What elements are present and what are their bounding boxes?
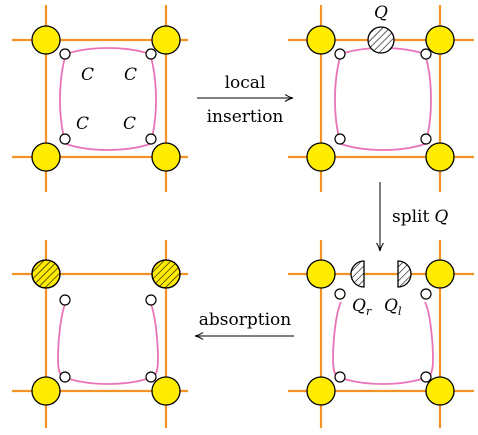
- corner-marker: [59, 133, 71, 145]
- node: [306, 142, 336, 172]
- corner-marker: [334, 48, 346, 60]
- corner-marker: [145, 294, 157, 306]
- node: [306, 25, 336, 55]
- corner-marker: [145, 48, 157, 60]
- arrow-local-insertion: local insertion: [197, 73, 294, 127]
- split-piece-qr-hatch: [350, 260, 365, 288]
- inserted-q-operator: [367, 26, 395, 54]
- split-piece-ql-hatch: [397, 260, 412, 288]
- corner-label-c: C: [123, 114, 136, 134]
- node: [151, 25, 181, 55]
- loop: [57, 301, 159, 385]
- arrow-absorption: absorption: [194, 310, 294, 340]
- split-label-ql: Ql: [384, 296, 402, 318]
- node: [31, 142, 61, 172]
- arrow-label-insertion: insertion: [207, 107, 284, 127]
- node: [425, 376, 455, 406]
- panel-top-left: C C C C: [12, 5, 188, 192]
- lattice-nodes: [306, 25, 455, 172]
- lattice-nodes: [31, 259, 181, 406]
- inserted-q-label: Q: [374, 3, 388, 23]
- node: [306, 376, 336, 406]
- panel-bottom-left: [12, 240, 188, 428]
- panel-top-right: Q: [288, 3, 474, 192]
- node: [306, 259, 336, 289]
- node-absorbed-hatch: [151, 259, 181, 289]
- loop: [332, 301, 434, 385]
- corner-markers: [59, 294, 157, 383]
- arrow-label-local: local: [225, 73, 266, 93]
- corner-marker: [145, 133, 157, 145]
- corner-marker: [59, 371, 71, 383]
- corner-marker: [420, 48, 432, 60]
- node: [151, 376, 181, 406]
- node: [31, 25, 61, 55]
- corner-label-c: C: [81, 65, 94, 85]
- node: [31, 376, 61, 406]
- loop: [59, 47, 157, 151]
- lattice-nodes: [306, 259, 455, 406]
- corner-marker: [334, 371, 346, 383]
- panel-bottom-right: Qr Ql: [288, 240, 474, 428]
- corner-markers: [59, 48, 157, 145]
- corner-marker: [420, 288, 432, 300]
- node: [425, 142, 455, 172]
- node: [425, 25, 455, 55]
- corner-markers: [334, 288, 432, 383]
- node: [425, 259, 455, 289]
- node-absorbed-hatch: [31, 259, 61, 289]
- split-label-qr: Qr: [352, 296, 372, 318]
- corner-label-c: C: [76, 114, 89, 134]
- lattice-nodes: [31, 25, 181, 172]
- arrow-label-absorption: absorption: [199, 310, 291, 330]
- corner-marker: [334, 133, 346, 145]
- corner-marker: [420, 133, 432, 145]
- corner-marker: [145, 371, 157, 383]
- loop: [334, 47, 432, 151]
- node: [151, 142, 181, 172]
- corner-label-c: C: [124, 65, 137, 85]
- corner-marker: [420, 371, 432, 383]
- corner-marker: [59, 48, 71, 60]
- corner-marker: [334, 288, 346, 300]
- corner-marker: [59, 294, 71, 306]
- corner-markers: [334, 48, 432, 145]
